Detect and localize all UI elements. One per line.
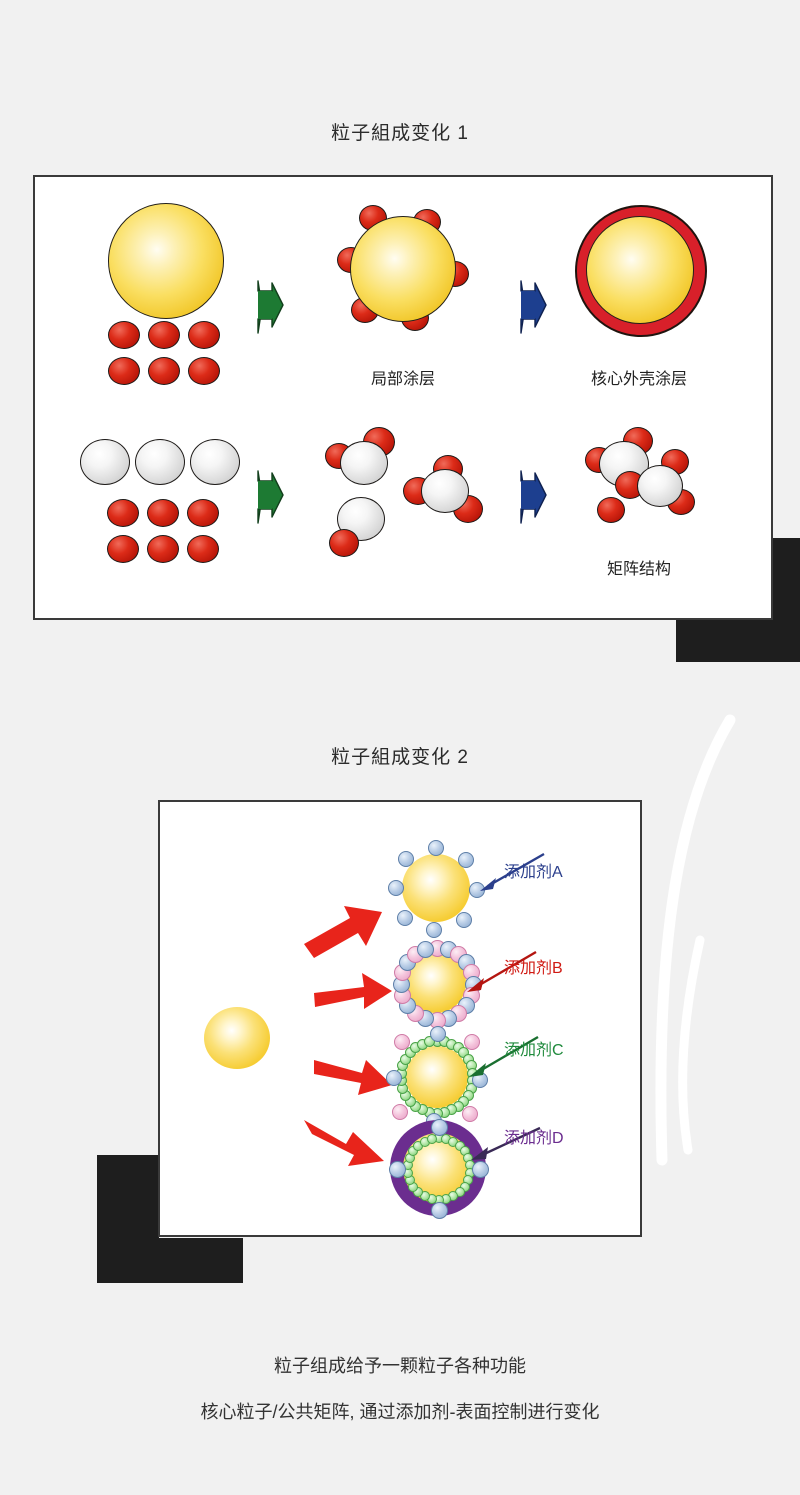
- block-arrow-icon-blue-2: [520, 470, 547, 524]
- footer-line-2: 核心粒子/公共矩阵, 通过添加剂-表面控制进行变化: [200, 1402, 600, 1422]
- additive-particle: [107, 499, 139, 527]
- additive-particle: [148, 321, 180, 349]
- label-additive-b: 添加剂B: [504, 960, 563, 977]
- molecule-cluster: [325, 427, 405, 497]
- pointer-arrow-icon-a: [480, 852, 545, 891]
- matrix-particle: [80, 439, 130, 485]
- additive-dot: [430, 1026, 446, 1042]
- panel1-row1-caption-local-coating: 局部涂层: [370, 371, 435, 388]
- molecule-cluster: [403, 455, 493, 535]
- decoration-block-bottom-left-2: [97, 1238, 243, 1283]
- additive-dot: [472, 1161, 489, 1178]
- additive-particle: [148, 357, 180, 385]
- block-arrow-icon-green-2: [257, 470, 284, 524]
- core-source-particle: [204, 1007, 270, 1069]
- block-arrow-icon-red-3: [314, 1060, 392, 1095]
- panel1-frame: 局部涂层 核心外壳涂层: [33, 175, 773, 620]
- additive-dot: [426, 922, 442, 938]
- particle-variant-a: [388, 840, 485, 938]
- core-shell-particle: [575, 205, 707, 337]
- additive-dot: [458, 852, 474, 868]
- pointer-arrow-icon-b: [467, 950, 537, 992]
- block-arrow-icon-green-1: [257, 280, 284, 334]
- additive-particle: [108, 321, 140, 349]
- block-arrow-icon-red-1: [304, 906, 382, 958]
- panel2-title: 粒子組成变化 2: [331, 747, 469, 768]
- molecule-cluster: [325, 497, 405, 567]
- footer-line-1: 粒子组成给予一颗粒子各种功能: [274, 1356, 526, 1376]
- additive-dot: [426, 1133, 437, 1144]
- additive-dot: [417, 941, 435, 959]
- core-particle-large: [108, 203, 224, 319]
- panel1-row1-caption-core-shell: 核心外壳涂层: [590, 371, 687, 388]
- additive-dot: [413, 1187, 424, 1198]
- additive-dot: [431, 1202, 448, 1219]
- particle-variant-b: [392, 939, 482, 1029]
- additive-particle: [187, 535, 219, 563]
- matrix-particle: [135, 439, 185, 485]
- additive-particle: [147, 535, 179, 563]
- additive-unit: [597, 497, 625, 523]
- block-arrow-icon-red-4: [304, 1120, 384, 1166]
- label-additive-c: 添加剂C: [504, 1042, 564, 1059]
- additive-particle: [107, 535, 139, 563]
- core-particle: [402, 854, 470, 922]
- partially-coated-particle: [337, 205, 469, 331]
- panel1-row2-caption-matrix: 矩阵结构: [606, 561, 671, 578]
- additive-dot: [431, 1119, 448, 1136]
- panel2-frame: 添加剂A 添加剂B 添加剂C: [158, 800, 642, 1237]
- additive-dot: [388, 880, 404, 896]
- additive-particle: [187, 499, 219, 527]
- additive-particle: [108, 357, 140, 385]
- core-particle: [586, 216, 694, 324]
- additive-dot: [456, 912, 472, 928]
- additive-dot: [394, 1034, 410, 1050]
- additive-dot: [392, 1104, 408, 1120]
- label-additive-a: 添加剂A: [504, 864, 563, 881]
- matrix-unit: [637, 465, 683, 507]
- core-particle: [406, 953, 466, 1013]
- additive-dot: [389, 1161, 406, 1178]
- additive-particle: [147, 499, 179, 527]
- additive-dot: [386, 1070, 402, 1086]
- block-arrow-icon-blue-1: [520, 280, 547, 334]
- additive-dot: [397, 910, 413, 926]
- additive-unit: [329, 529, 359, 557]
- matrix-particle: [190, 439, 240, 485]
- matrix-unit: [340, 441, 388, 485]
- panel1-title: 粒子組成变化 1: [331, 123, 469, 144]
- additive-dot: [398, 851, 414, 867]
- pointer-arrow-icon-c: [469, 1035, 539, 1077]
- block-arrow-icon-red-2: [314, 973, 392, 1009]
- particle-variant-d: [389, 1119, 489, 1219]
- core-particle: [350, 216, 456, 322]
- additive-dot: [424, 1036, 435, 1048]
- additive-dot: [462, 1106, 478, 1122]
- additive-particle: [188, 357, 220, 385]
- particle-variant-c: [386, 1026, 488, 1129]
- additive-dot: [428, 840, 444, 856]
- additive-dot: [464, 1034, 480, 1050]
- matrix-unit: [421, 469, 469, 513]
- pointer-arrow-icon-d: [471, 1126, 541, 1160]
- matrix-aggregate: [575, 427, 699, 547]
- additive-particle: [188, 321, 220, 349]
- label-additive-d: 添加剂D: [504, 1130, 564, 1147]
- core-particle: [406, 1046, 468, 1108]
